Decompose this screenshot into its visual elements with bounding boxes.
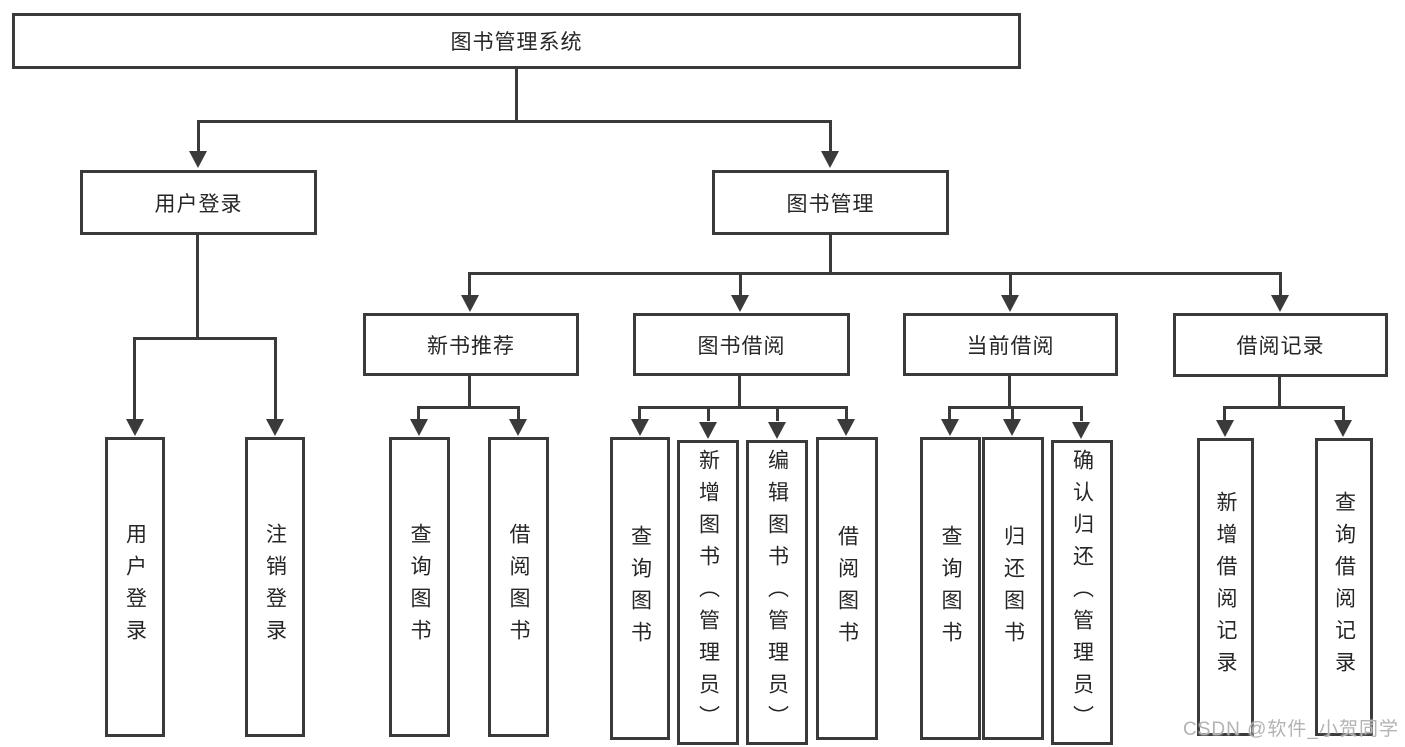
connector-vline <box>468 272 471 298</box>
leaf-records-query-record: 查询借阅记录 <box>1315 438 1373 736</box>
node-label: 当前借阅 <box>966 334 1055 358</box>
connector-vline <box>196 235 199 339</box>
node-label: 图书管理 <box>786 192 875 216</box>
leaf-recommend-borrow-book: 借阅图书 <box>488 437 549 737</box>
connector-vline <box>515 68 518 122</box>
connector-hline <box>638 406 848 409</box>
node-label: 用户登录 <box>123 523 147 651</box>
arrow-down-icon <box>126 419 144 436</box>
connector-vline <box>948 406 951 421</box>
csdn-watermark: CSDN @软件_小贺同学 <box>1183 719 1399 740</box>
connector-vline <box>845 406 848 421</box>
node-label: 用户登录 <box>154 192 243 216</box>
connector-hline <box>468 272 1282 275</box>
connector-vline <box>1011 406 1014 421</box>
node-new-book-recommend: 新书推荐 <box>363 313 579 376</box>
node-borrow-records: 借阅记录 <box>1173 313 1388 377</box>
arrow-down-icon <box>631 419 649 436</box>
arrow-down-icon <box>837 419 855 436</box>
connector-vline <box>738 376 741 408</box>
arrow-down-icon <box>410 419 428 436</box>
arrow-down-icon <box>731 295 749 312</box>
arrow-down-icon <box>699 422 717 439</box>
connector-vline <box>197 120 200 154</box>
connector-vline <box>1223 406 1226 422</box>
node-label: 图书借阅 <box>697 334 786 358</box>
node-book-management: 图书管理 <box>712 170 949 235</box>
connector-vline <box>707 406 710 421</box>
connector-vline <box>829 235 832 274</box>
leaf-current-confirm-return-admin: 确认归还（管理员） <box>1051 440 1113 745</box>
arrow-down-icon <box>189 151 207 168</box>
leaf-current-query-book: 查询图书 <box>920 437 981 740</box>
node-label: 查询图书 <box>628 524 652 653</box>
node-label: 编辑图书（管理员） <box>765 448 789 737</box>
connector-vline <box>739 272 742 298</box>
arrow-down-icon <box>1334 420 1352 437</box>
connector-vline <box>1278 377 1281 408</box>
node-label: 新增借阅记录 <box>1214 491 1237 683</box>
node-label: 新增图书（管理员） <box>696 448 720 737</box>
arrow-down-icon <box>768 422 786 439</box>
node-label: 查询图书 <box>939 524 962 653</box>
leaf-recommend-query-book: 查询图书 <box>389 437 450 737</box>
connector-vline <box>829 120 832 154</box>
leaf-logout: 注销登录 <box>245 437 305 737</box>
leaf-borrow-borrow-book: 借阅图书 <box>816 437 878 740</box>
connector-vline <box>1279 272 1282 298</box>
node-label: 确认归还（管理员） <box>1070 448 1094 737</box>
arrow-down-icon <box>941 419 959 436</box>
arrow-down-icon <box>461 295 479 312</box>
node-user-login: 用户登录 <box>80 170 317 235</box>
node-label: 查询图书 <box>408 523 431 651</box>
connector-vline <box>1009 272 1012 298</box>
leaf-borrow-add-book-admin: 新增图书（管理员） <box>677 440 739 745</box>
connector-hline <box>1223 406 1345 409</box>
node-label: 借阅图书 <box>507 523 530 651</box>
leaf-user-login: 用户登录 <box>105 437 165 737</box>
node-label: 借阅记录 <box>1236 335 1325 358</box>
arrow-down-icon <box>1271 295 1289 312</box>
node-library-system: 图书管理系统 <box>12 13 1021 69</box>
leaf-borrow-edit-book-admin: 编辑图书（管理员） <box>746 440 808 745</box>
node-label: 新书推荐 <box>427 334 515 358</box>
connector-hline <box>197 120 832 123</box>
arrow-down-icon <box>821 151 839 168</box>
connector-vline <box>638 406 641 421</box>
arrow-down-icon <box>1003 419 1021 436</box>
connector-vline <box>274 337 277 421</box>
connector-vline <box>133 337 136 421</box>
connector-vline <box>417 406 420 421</box>
node-label: 归还图书 <box>1001 524 1025 653</box>
node-label: 注销登录 <box>263 523 287 651</box>
leaf-records-add-record: 新增借阅记录 <box>1197 438 1254 736</box>
arrow-down-icon <box>266 419 284 436</box>
connector-hline <box>133 337 277 340</box>
connector-vline <box>1342 406 1345 422</box>
arrow-down-icon <box>509 419 527 436</box>
connector-hline <box>948 406 1083 409</box>
node-label: 图书管理系统 <box>450 31 583 54</box>
arrow-down-icon <box>1216 420 1234 437</box>
arrow-down-icon <box>1001 295 1019 312</box>
connector-vline <box>1080 406 1083 421</box>
node-label: 借阅图书 <box>835 524 859 653</box>
connector-vline <box>468 376 471 408</box>
leaf-borrow-query-book: 查询图书 <box>610 437 670 740</box>
connector-vline <box>1008 376 1011 408</box>
node-book-borrow: 图书借阅 <box>633 313 850 376</box>
connector-hline <box>417 406 520 409</box>
node-label: 查询借阅记录 <box>1332 491 1356 683</box>
arrow-down-icon <box>1072 422 1090 439</box>
connector-vline <box>517 406 520 421</box>
node-current-borrow: 当前借阅 <box>903 313 1118 376</box>
connector-vline <box>776 406 779 421</box>
leaf-current-return-book: 归还图书 <box>982 437 1044 740</box>
